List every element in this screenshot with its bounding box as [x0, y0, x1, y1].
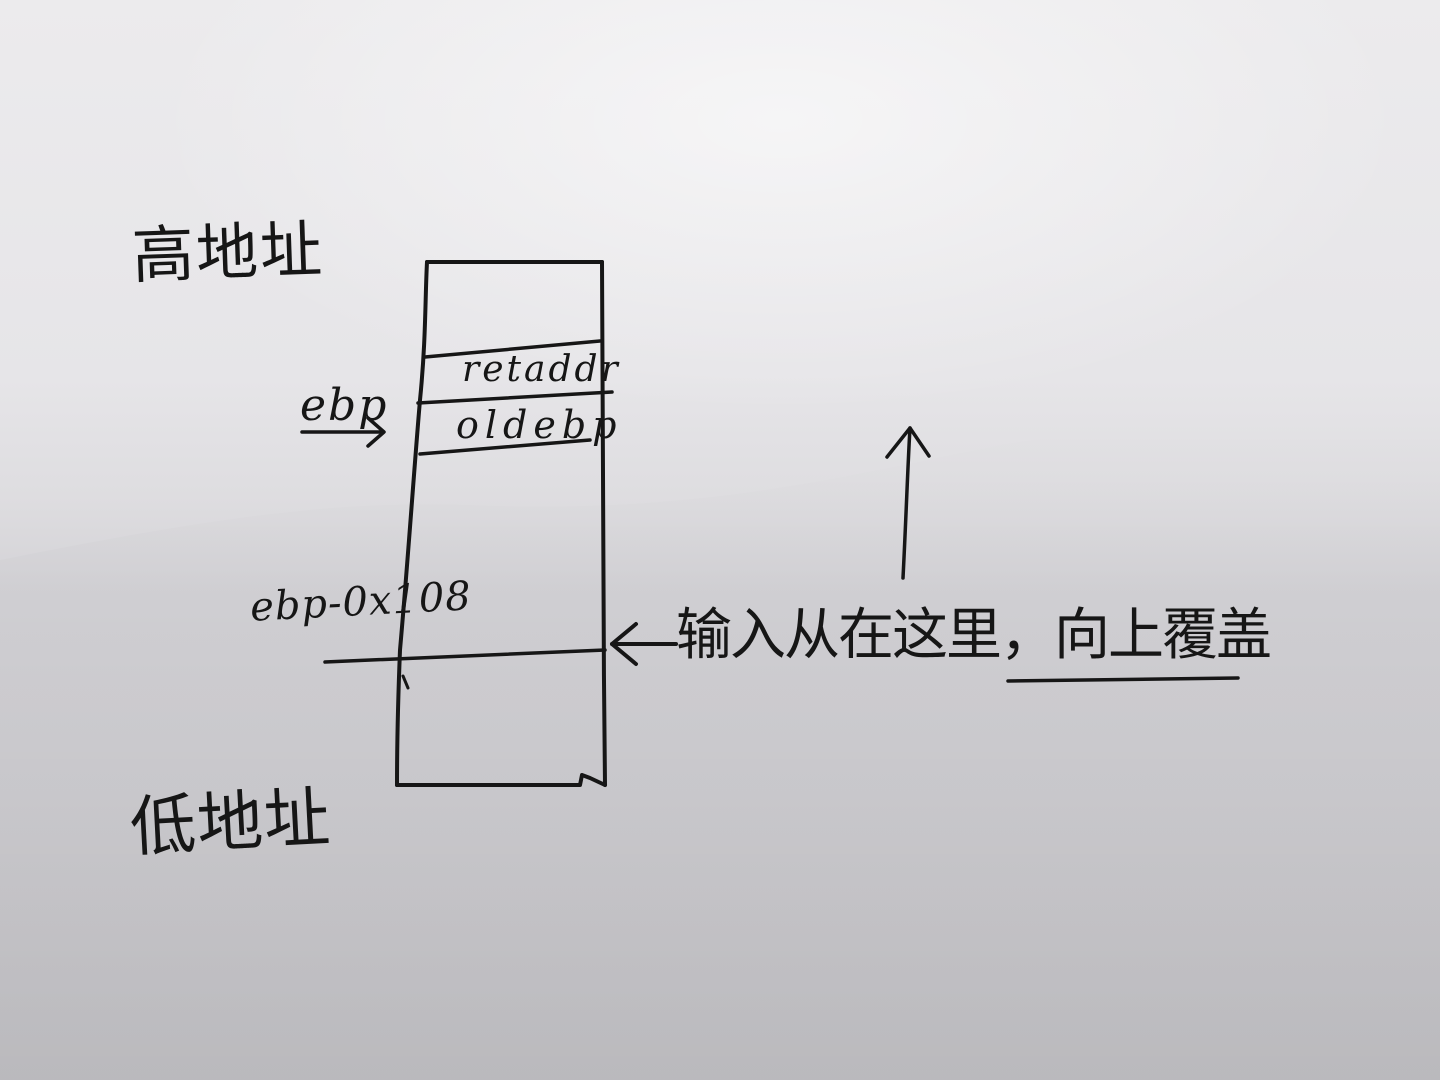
ebp-pointer-label: ebp: [300, 380, 389, 431]
stack-frame-box: [395, 260, 607, 787]
buffer-start-marker: [401, 674, 410, 690]
input-pointer-arrow: [610, 622, 678, 666]
upward-direction-arrow: [885, 426, 931, 580]
ebp-pointer-arrow: [300, 416, 386, 448]
buffer-start-label: ebp-0x108: [248, 573, 473, 631]
overwrite-annotation: 输入从在这里，向上覆盖: [676, 603, 1272, 668]
low-address-label: 低地址: [128, 778, 333, 867]
retaddr-top-divider: [423, 339, 602, 359]
buffer-start-line: [323, 648, 607, 664]
retaddr-label: retaddr: [462, 349, 621, 390]
annotation-underline: [1006, 676, 1240, 683]
oldebp-bottom-divider: [418, 438, 592, 456]
retaddr-oldebp-divider: [416, 390, 614, 405]
oldebp-label: oldebp: [456, 403, 623, 447]
high-address-label: 高地址: [130, 212, 326, 293]
